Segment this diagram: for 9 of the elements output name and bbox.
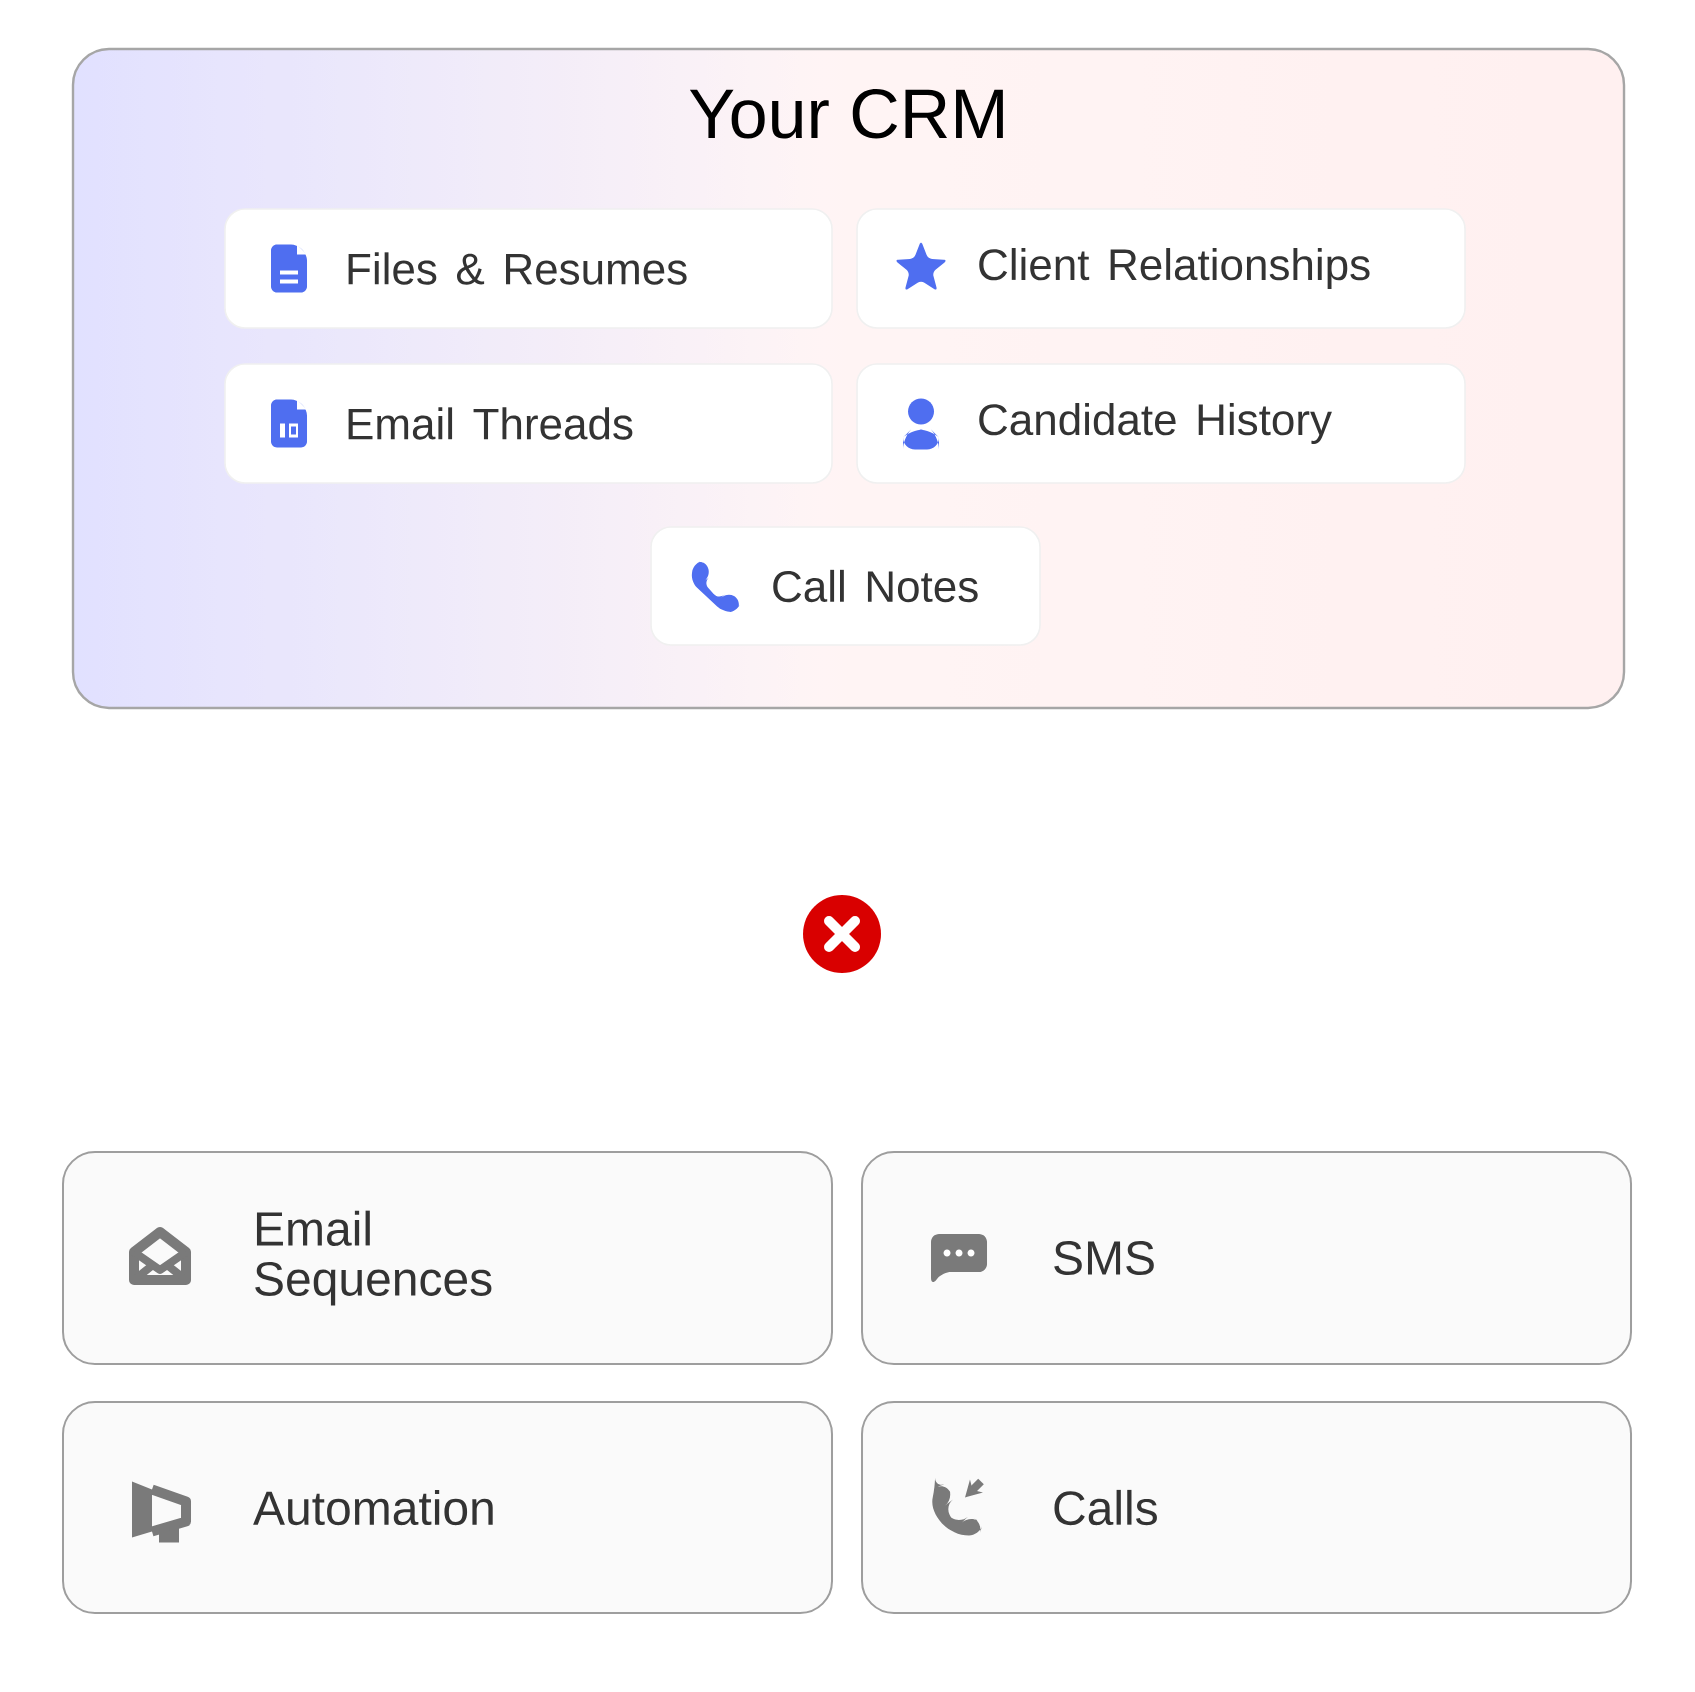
channel-card: Email Sequences [62, 1151, 833, 1365]
channel-card: SMS [861, 1151, 1633, 1365]
channel-card: Calls [861, 1401, 1633, 1614]
category-card: Call Notes [650, 526, 1041, 646]
category-card: Files & Resumes [224, 208, 833, 329]
category-card: Candidate History [856, 363, 1466, 484]
category-card: Client Relationships [856, 208, 1466, 329]
category-card: Email Threads [224, 363, 833, 484]
channel-card: Automation [62, 1401, 833, 1614]
